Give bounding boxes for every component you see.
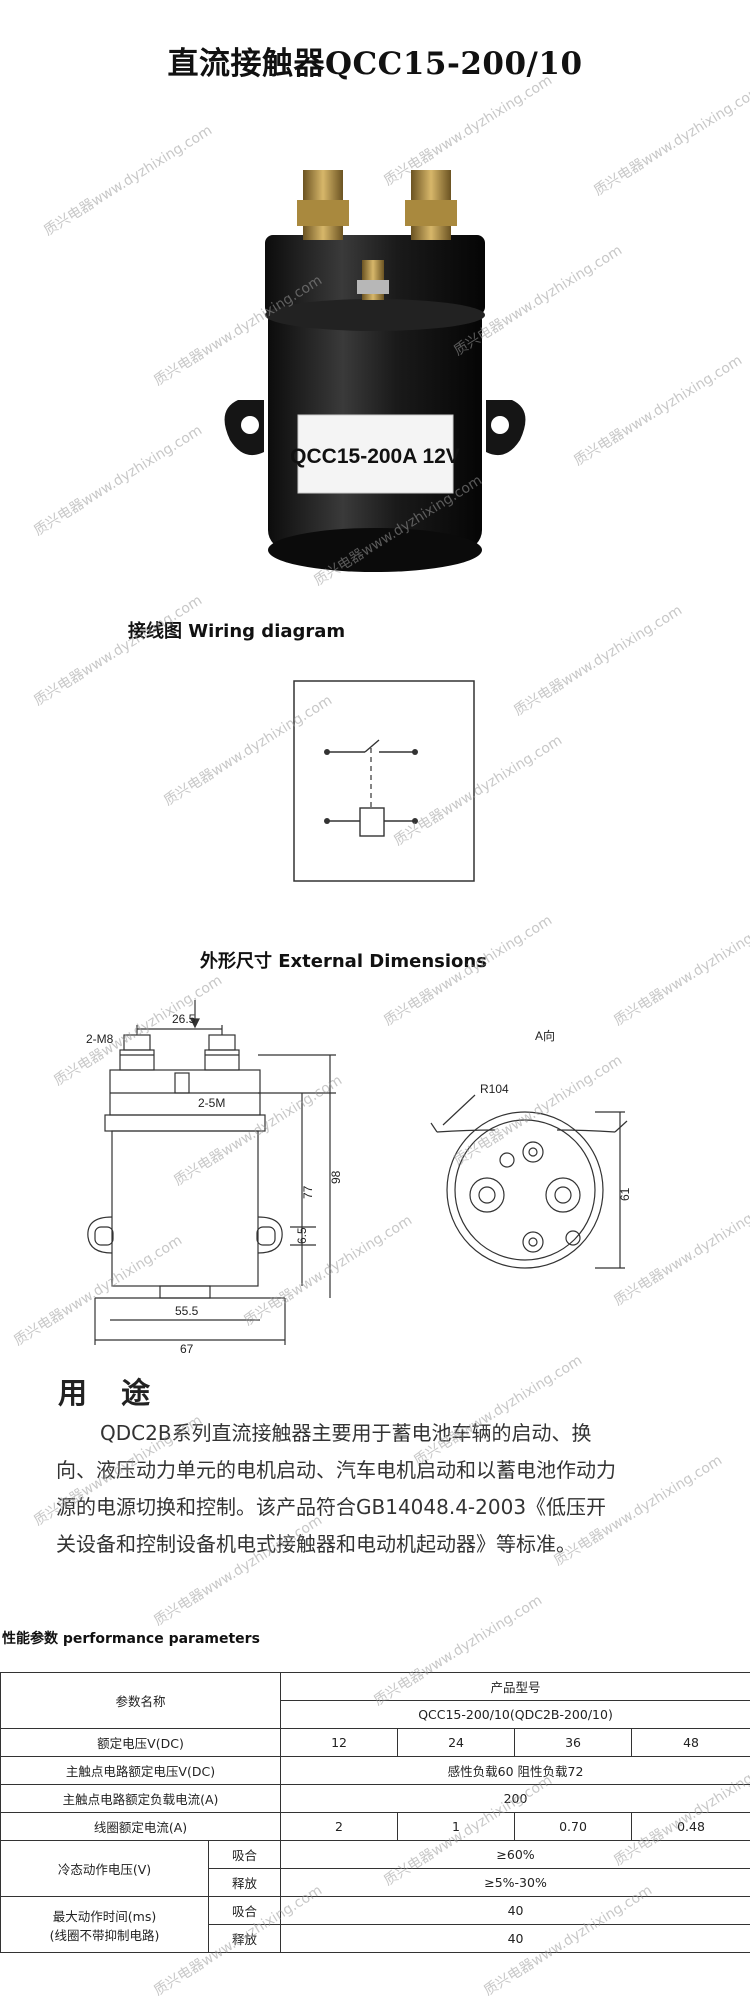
row-label: 冷态动作电压(V): [0, 1840, 209, 1897]
product-label: QCC15-200A 12V: [290, 445, 460, 468]
dim-top-span: 26.5: [172, 1012, 196, 1026]
dim-thread-coil: 2-5M: [198, 1096, 225, 1110]
row-label: 额定电压V(DC): [0, 1728, 282, 1757]
cell: 36: [514, 1728, 633, 1757]
table-row: 主触点电路额定负载电流(A) 200: [0, 1784, 750, 1813]
cell: 40: [280, 1896, 750, 1925]
cell: 1: [397, 1812, 516, 1841]
row-label-main: 最大动作时间(ms): [52, 1908, 157, 1924]
sub-label: 吸合: [207, 1896, 282, 1925]
watermark: 质兴电器www.dyzhixing.com: [511, 602, 686, 720]
table-row: QCC15-200/10(QDC2B-200/10): [1, 1700, 750, 1729]
cell: ≥5%-30%: [280, 1868, 750, 1897]
sub-label: 释放: [207, 1868, 282, 1897]
watermark: 质兴电器www.dyzhixing.com: [31, 422, 206, 540]
product-photo: QCC15-200A 12V: [224, 170, 526, 572]
table-row: 参数名称 产品型号: [0, 1672, 750, 1729]
table-row: 释放 40: [1, 1924, 750, 1953]
page-title: 直流接触器QCC15-200/10: [167, 46, 583, 82]
watermark: 质兴电器www.dyzhixing.com: [611, 912, 750, 1030]
watermark: 质兴电器www.dyzhixing.com: [571, 352, 746, 470]
table-row: 冷态动作电压(V) 吸合 ≥60%: [0, 1840, 750, 1897]
cell: 200: [280, 1784, 750, 1813]
param-name-header: 参数名称: [0, 1672, 282, 1729]
usage-heading: 用 途: [58, 1376, 163, 1410]
row-label: 线圈额定电流(A): [0, 1812, 282, 1841]
cell: 48: [631, 1728, 750, 1757]
wiring-diagram: [293, 680, 475, 882]
dim-side: 61: [618, 1187, 632, 1201]
dim-view-label: A向: [535, 1028, 555, 1043]
watermark: 质兴电器www.dyzhixing.com: [31, 592, 206, 710]
model-header: 产品型号: [280, 1672, 750, 1701]
cell: 0.70: [514, 1812, 633, 1841]
dimensions-heading: 外形尺寸 External Dimensions: [200, 951, 487, 972]
cell: ≥60%: [280, 1840, 750, 1869]
dim-thread-main: 2-M8: [86, 1032, 114, 1046]
row-label: 主触点电路额定负载电流(A): [0, 1784, 282, 1813]
model-value: QCC15-200/10(QDC2B-200/10): [280, 1700, 750, 1729]
cell: 2: [280, 1812, 399, 1841]
watermark: 质兴电器www.dyzhixing.com: [591, 82, 750, 200]
cell: 12: [280, 1728, 399, 1757]
dim-height-body: 77: [301, 1185, 315, 1199]
dim-radius: R104: [480, 1082, 509, 1096]
cell: 24: [397, 1728, 516, 1757]
table-row: 最大动作时间(ms) (线圈不带抑制电路) 吸合 40: [0, 1896, 750, 1953]
wiring-heading: 接线图 Wiring diagram: [128, 621, 346, 642]
top-view-drawing: A向 R104 61: [430, 1028, 632, 1269]
table-row: 额定电压V(DC) 12 24 36 48: [0, 1728, 750, 1757]
cell: 0.48: [631, 1812, 750, 1841]
dim-height-total: 98: [329, 1170, 343, 1184]
dim-width-outer: 67: [180, 1342, 194, 1356]
cell: 感性负载60 阻性负载72: [280, 1756, 750, 1785]
dim-slot: 6.5: [295, 1227, 309, 1244]
sub-label: 释放: [207, 1924, 282, 1953]
row-label: 最大动作时间(ms) (线圈不带抑制电路): [0, 1896, 209, 1953]
front-view-drawing: 26.5 2-M8 2-5M 77 98 6.5 55.5 67: [86, 1000, 343, 1356]
dim-width-inner: 55.5: [175, 1304, 199, 1318]
cell: 40: [280, 1924, 750, 1953]
performance-table: 参数名称 产品型号 QCC15-200/10(QDC2B-200/10) 额定电…: [0, 1672, 750, 1953]
row-label: 主触点电路额定电压V(DC): [0, 1756, 282, 1785]
usage-body: QDC2B系列直流接触器主要用于蓄电池车辆的启动、换向、液压动力单元的电机启动、…: [56, 1421, 616, 1556]
sub-label: 吸合: [207, 1840, 282, 1869]
row-label-sub: (线圈不带抑制电路): [49, 1927, 160, 1943]
watermark: 质兴电器www.dyzhixing.com: [41, 122, 216, 240]
perf-heading: 性能参数 performance parameters: [2, 1631, 260, 1647]
table-row: 线圈额定电流(A) 2 1 0.70 0.48: [0, 1812, 750, 1841]
table-row: 主触点电路额定电压V(DC) 感性负载60 阻性负载72: [0, 1756, 750, 1785]
